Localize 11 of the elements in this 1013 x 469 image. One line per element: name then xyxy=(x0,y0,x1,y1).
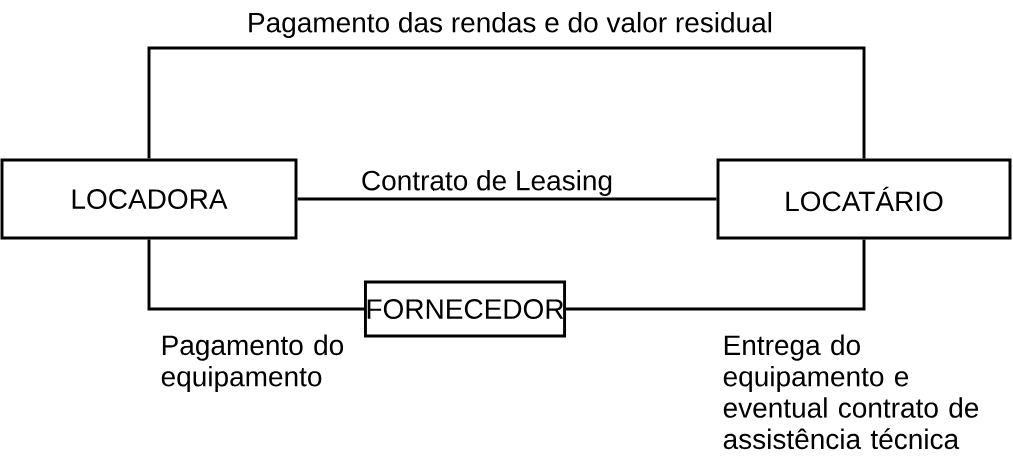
edge-label: Contrato de Leasing xyxy=(362,169,612,197)
process-box: LOCADORA xyxy=(0,158,298,240)
connector-line xyxy=(566,239,866,311)
connector-line xyxy=(147,46,866,159)
process-box: LOCATÁRIO xyxy=(716,158,1012,240)
connector-line xyxy=(297,197,717,201)
connector-line xyxy=(147,239,364,311)
edge-label: Pagamento das rendas e do valor residual xyxy=(249,11,772,39)
edge-label: Entrega do equipamento e eventual contrato de assistência técnica xyxy=(723,334,979,450)
edge-label: Pagamento do equipamento xyxy=(161,334,344,393)
process-box: FORNECEDOR xyxy=(364,280,567,338)
